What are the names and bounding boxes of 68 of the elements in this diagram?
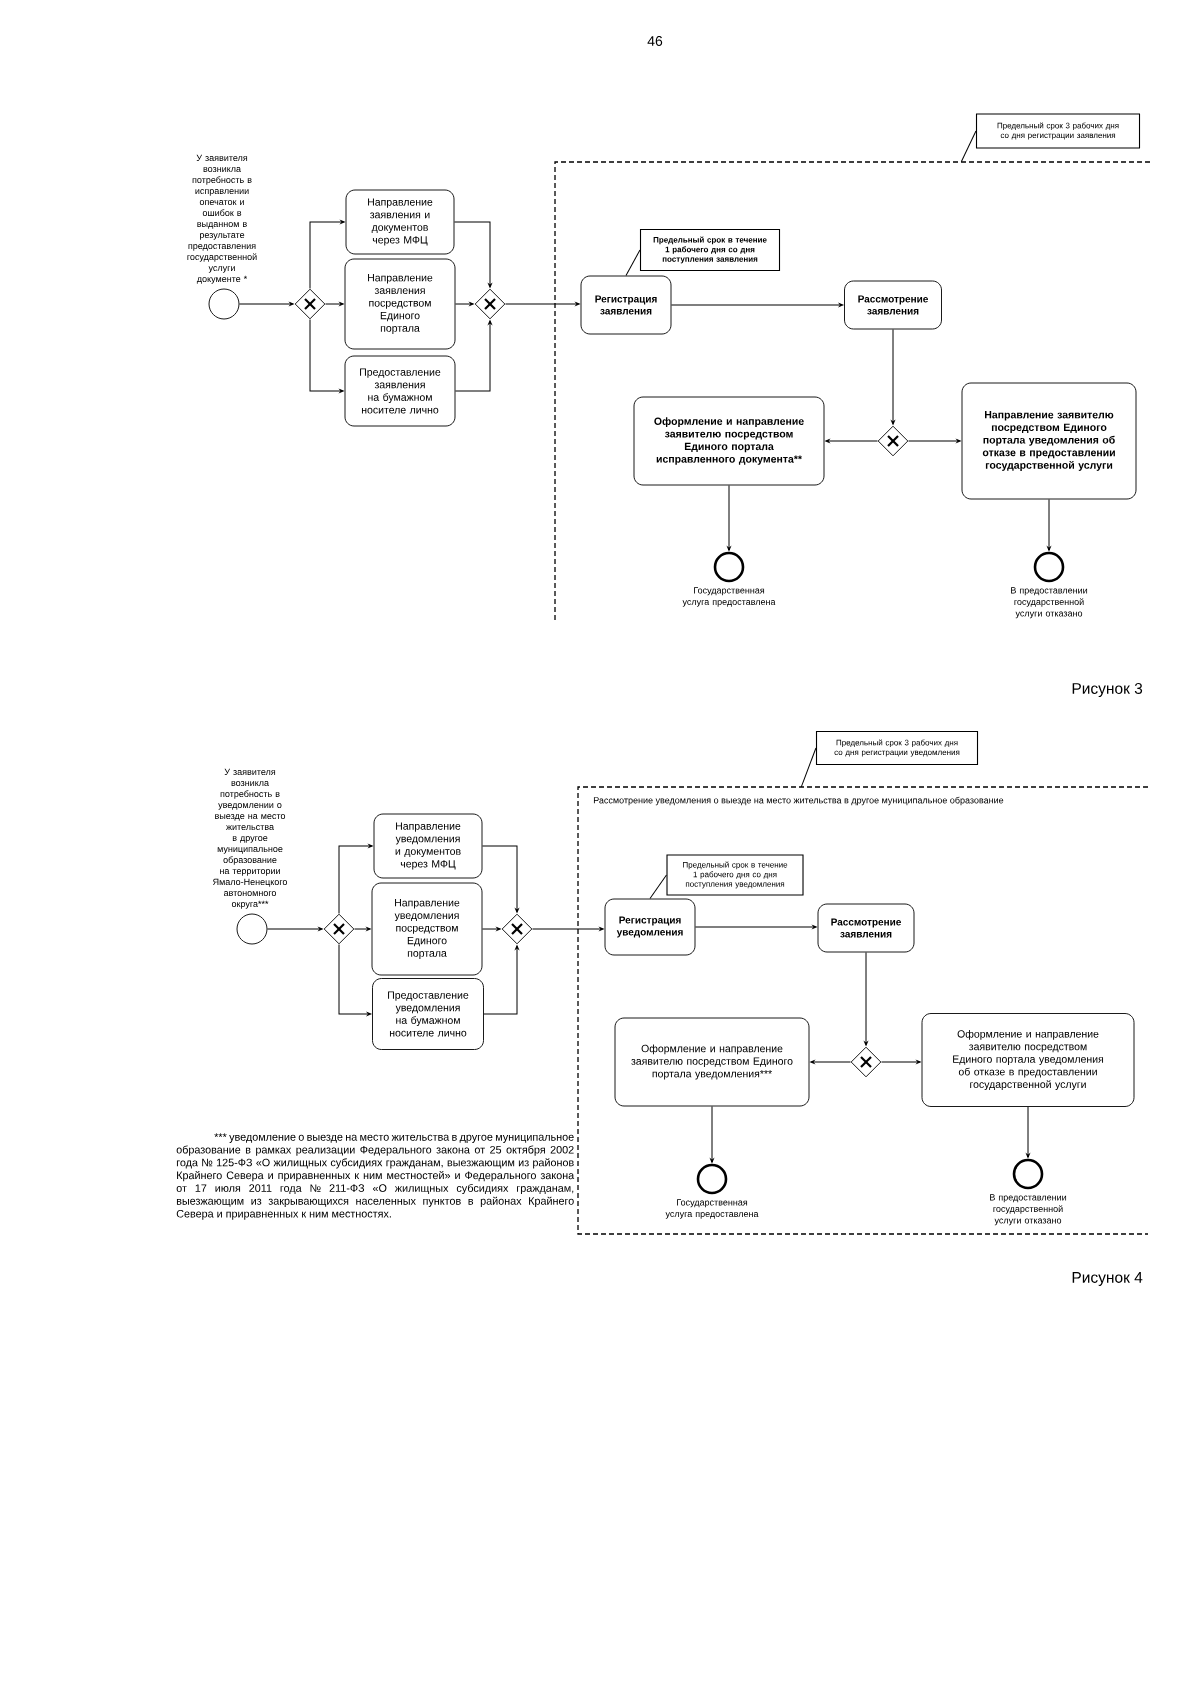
- gateway-diamond: [474, 288, 506, 320]
- flow-arrow: [338, 943, 372, 1016]
- flow-arrow: [338, 844, 373, 915]
- annotation-box: Предельный срок в течение 1 рабочего дня со дня поступления заявления: [639, 228, 781, 272]
- flow-arrow: [825, 439, 879, 443]
- figure-caption: Рисунок 3: [1072, 683, 1143, 698]
- task-box: Рассмотрение заявления: [817, 903, 915, 953]
- event-label: Государственная услуга предоставлена: [665, 1199, 759, 1219]
- flow-arrow: [454, 320, 492, 392]
- flow-arrow: [238, 302, 294, 306]
- flow-arrow: [694, 925, 817, 929]
- task-box: Рассмотрение заявления: [844, 280, 942, 330]
- flow-arrow: [483, 945, 519, 1015]
- flow-arrow: [453, 221, 492, 288]
- gateway-diamond: [850, 1046, 882, 1078]
- flow-arrow: [309, 220, 345, 290]
- task-box: Регистрация заявления: [580, 275, 672, 335]
- flow-arrow: [710, 1105, 714, 1163]
- event-label: У заявителя возникла потребность в исправлении опечаток и ошибок в выданном в результате предоставления государственной услуги документе *: [187, 154, 257, 284]
- flow-arrow: [670, 303, 844, 307]
- flow-arrow: [353, 927, 371, 931]
- flow-arrow: [504, 302, 580, 306]
- gateway-diamond: [877, 425, 909, 457]
- flow-arrow: [864, 951, 868, 1046]
- flow-arrow: [891, 328, 895, 425]
- gateway-diamond: [501, 913, 533, 945]
- leader-line: [800, 747, 817, 788]
- task-box: Оформление и направление заявителю посредством Единого портала исправленного документа**: [633, 396, 825, 486]
- annotation-box: Предельный срок 3 рабочих дня со дня регистрации заявления: [975, 113, 1141, 149]
- event-label: Государственная услуга предоставлена: [682, 587, 776, 607]
- flow-arrow: [454, 302, 474, 306]
- leader-line: [625, 249, 641, 277]
- task-box: Оформление и направление заявителю посредством Единого портала уведомления об отказе в предоставлении государственной услуги: [921, 1013, 1135, 1107]
- flow-arrow: [324, 302, 344, 306]
- flow-arrow: [880, 1060, 921, 1064]
- figure-caption: Рисунок 4: [1072, 1272, 1143, 1286]
- task-box: Направление заявления посредством Единого портала: [344, 258, 456, 350]
- flow-arrow: [907, 439, 961, 443]
- leader-line: [960, 130, 977, 163]
- task-box: Регистрация уведомления: [604, 898, 696, 956]
- task-box: Предоставление уведомления на бумажном носителе лично: [372, 978, 484, 1050]
- annotation-box: Предельный срок в течение 1 рабочего дня со дня поступления уведомления: [666, 854, 804, 896]
- task-box: Направление уведомления посредством Единого портала: [371, 882, 483, 976]
- flow-arrow: [309, 318, 344, 393]
- task-box: Оформление и направление заявителю посредством Единого портала уведомления***: [614, 1017, 810, 1107]
- flow-arrow: [266, 927, 323, 931]
- flow-arrow: [727, 484, 731, 551]
- gateway-diamond: [294, 288, 326, 320]
- flow-arrow: [531, 927, 604, 931]
- task-box: Направление заявления и документов через МФЦ: [345, 189, 455, 255]
- page-number: 46: [647, 36, 663, 46]
- flow-arrow: [810, 1060, 852, 1064]
- dashed-area: [554, 161, 1151, 621]
- event-label: В предоставлении государственной услуги отказано: [1011, 587, 1088, 619]
- flow-arrow: [481, 927, 501, 931]
- flow-arrow: [481, 845, 519, 913]
- leader-line: [649, 874, 667, 900]
- task-box: Направление уведомления и документов через МФЦ: [373, 813, 483, 879]
- task-box: Направление заявителю посредством Единого портала уведомления об отказе в предоставлении государственной услуги: [961, 382, 1137, 500]
- event-label: У заявителя возникла потребность в уведомлении о выезде на место жительства в другое муниципальное образование на территории Ямало-Ненецкого автономного округа***: [213, 768, 288, 909]
- flow-arrow: [1026, 1106, 1030, 1158]
- flow-arrow: [1047, 498, 1051, 551]
- gateway-diamond: [323, 913, 355, 945]
- task-box: Предоставление заявления на бумажном носителе лично: [344, 355, 456, 427]
- footnote-text: *** уведомление о выезде на место жительства в другое муниципальное образование в рамках реализации Федерального закона от 25 октября 2002 года № 125-ФЗ «О жилищных субсидиях гражданам, выезжающим из районов Крайнего Севера и приравненных к ним местностей» и Федерального закона от 17 июля 2011 года № 211-ФЗ «О жилищных субсидиях гражданам, выезжающим из закрывающихся населенных пунктов в районах Крайнего Севера и приравненных к ним местностях.: [176, 1133, 575, 1220]
- annotation-box: Предельный срок 3 рабочих дня со дня регистрации уведомления: [815, 730, 979, 766]
- event-label: В предоставлении государственной услуги отказано: [990, 1194, 1067, 1226]
- area-title: Рассмотрение уведомления о выезде на место жительства в другое муниципальное образование: [593, 796, 1004, 806]
